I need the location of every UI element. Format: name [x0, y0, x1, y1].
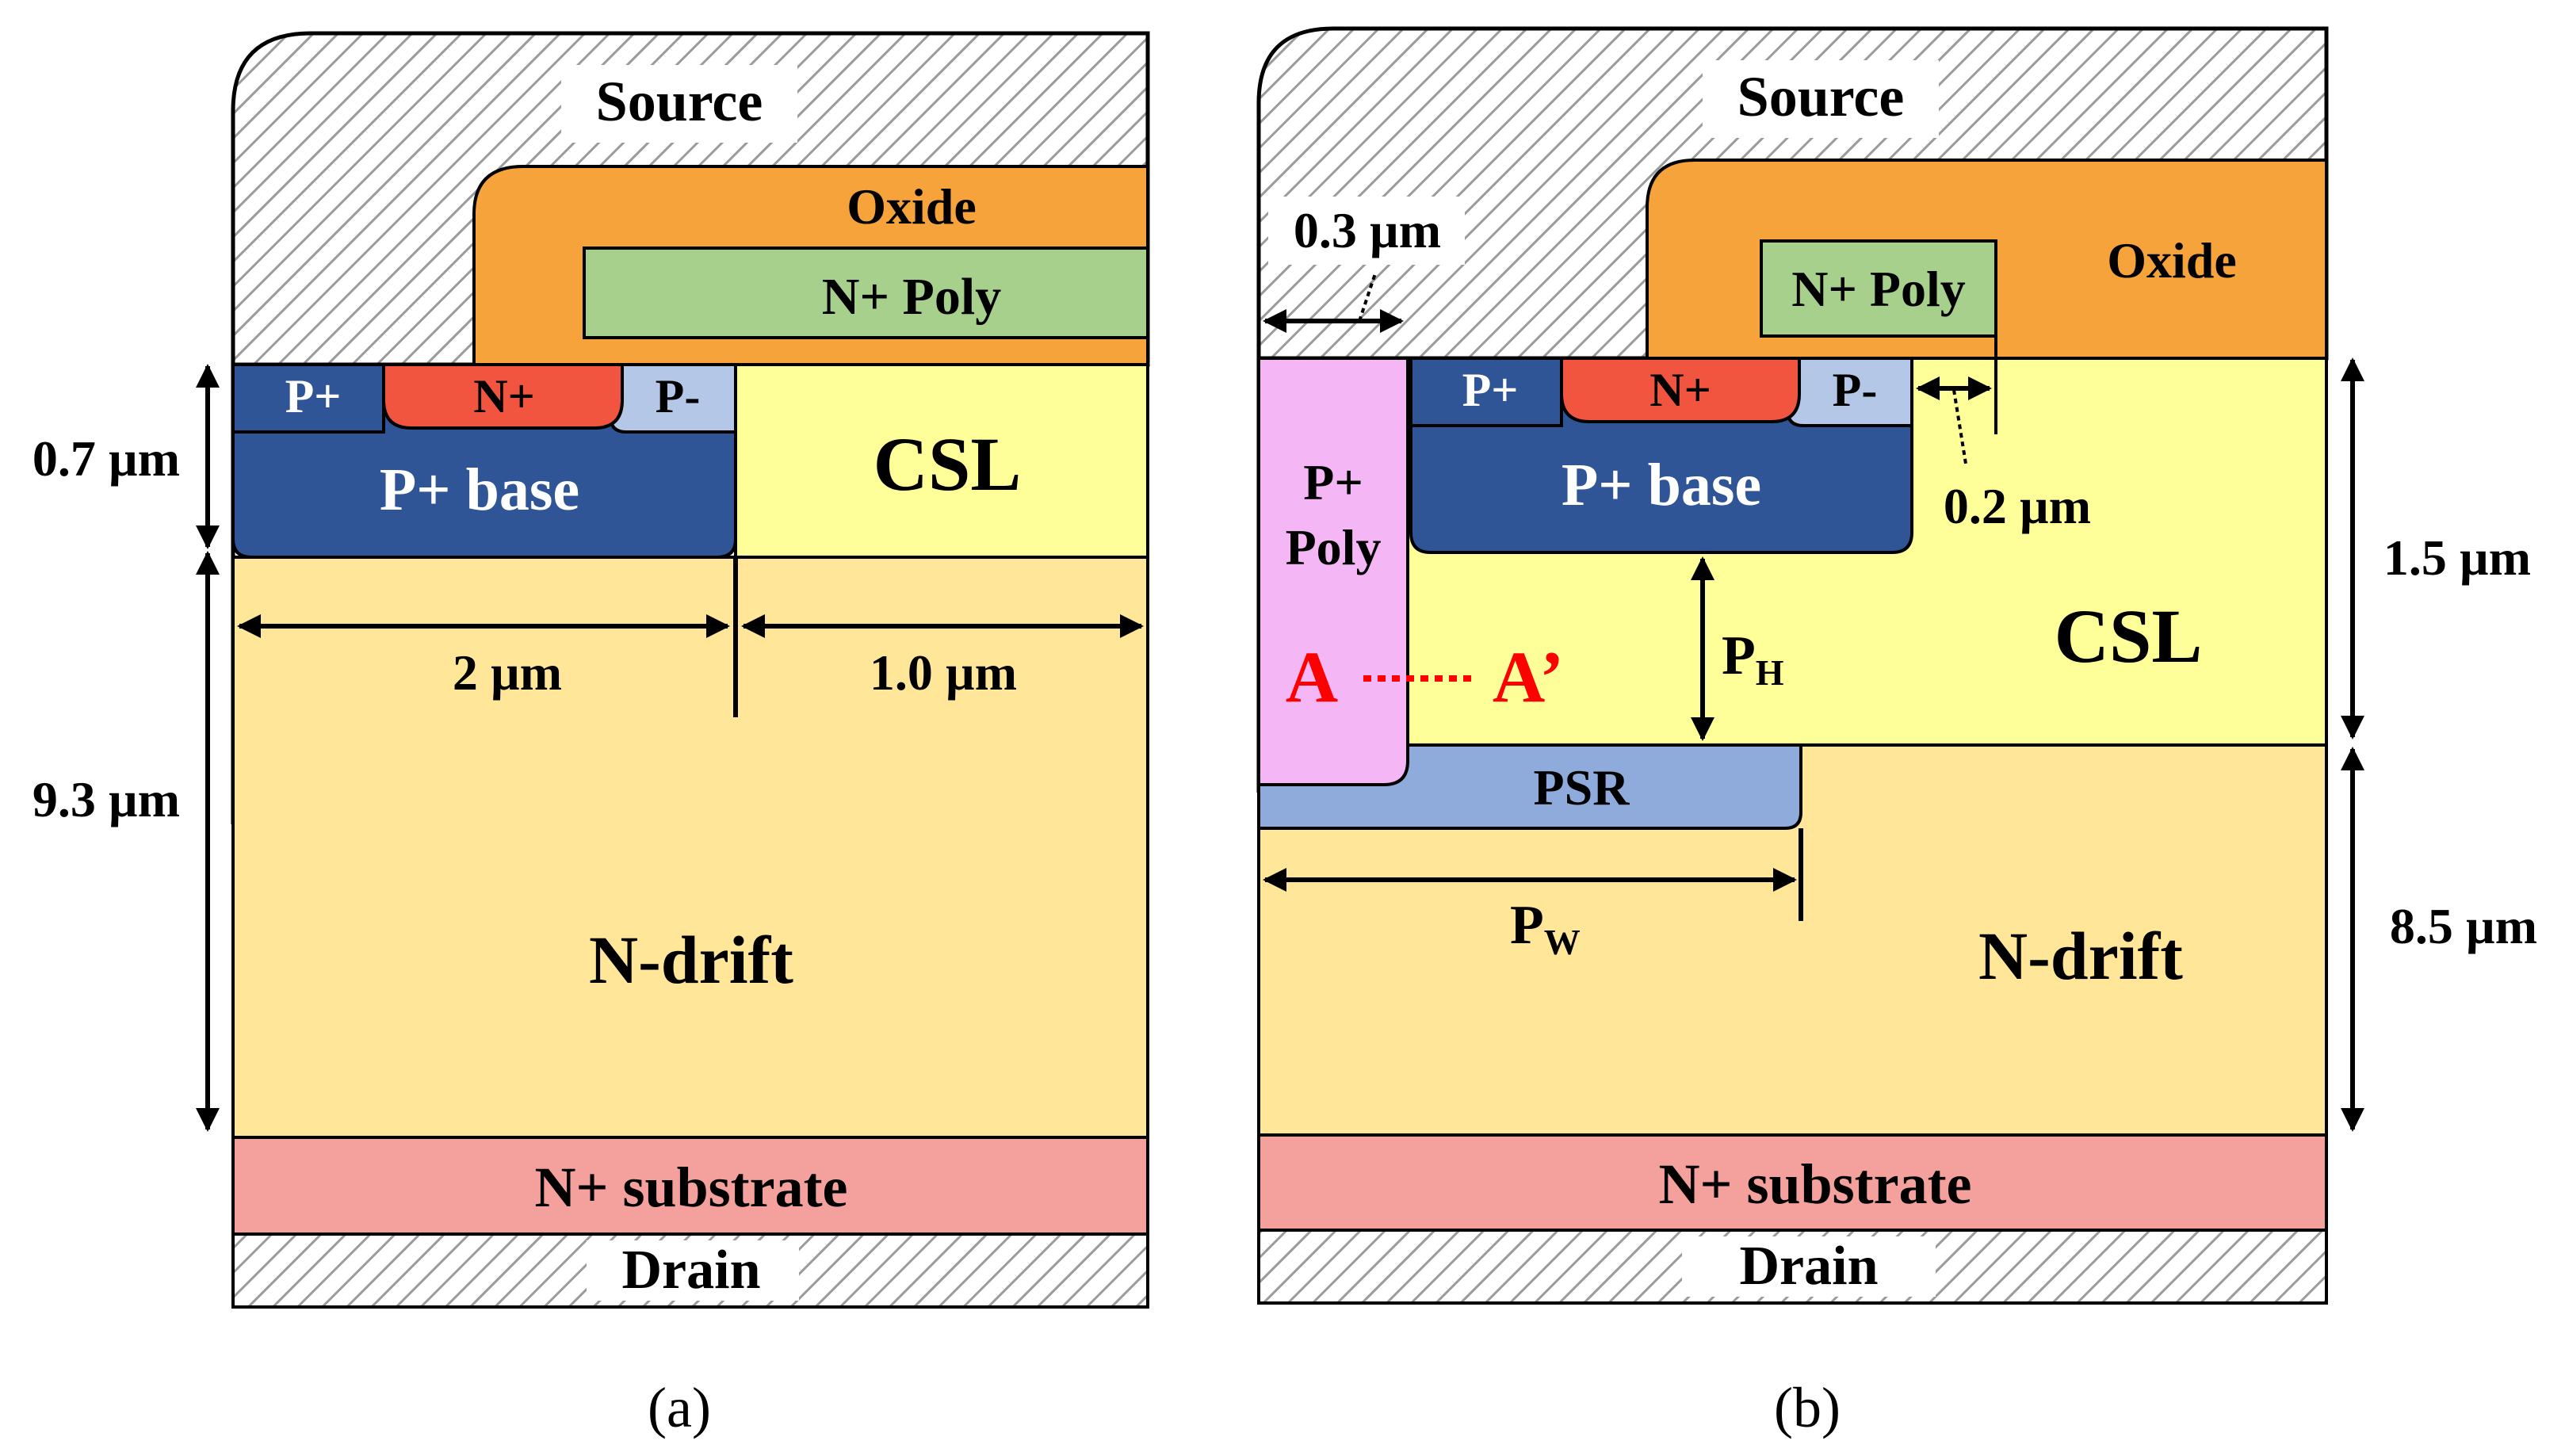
p-minus-label-b: P-: [1833, 364, 1878, 416]
n-plus-label-a: N+: [473, 370, 535, 422]
dim-leader-gap-b: [1952, 389, 1967, 464]
dim-pw-main: P: [1510, 895, 1544, 956]
n-poly-label-b: N+ Poly: [1791, 261, 1966, 317]
p-minus-label-a: P-: [656, 370, 701, 422]
csl-label-b: CSL: [2055, 594, 2203, 678]
csl-a: [734, 363, 1149, 559]
dim-pw-b: PW: [1510, 895, 1581, 962]
n-substrate-b: [1257, 1133, 2328, 1232]
n-substrate-label-a: N+ substrate: [534, 1156, 847, 1219]
dim-drift-depth-b: 8.5 µm: [2390, 898, 2537, 954]
drain-label-b: Drain: [1740, 1236, 1879, 1297]
n-drift-label-b: N-drift: [1978, 918, 2183, 994]
p-plus-a: [231, 363, 385, 434]
n-poly-b: [1760, 239, 1997, 338]
dim-ph-sub: H: [1756, 652, 1784, 693]
source-label-a: Source: [596, 70, 763, 133]
caption-b: (b): [1774, 1376, 1841, 1439]
dim-csl-width-a: 1.0 µm: [870, 644, 1017, 701]
dim-pw-sub: W: [1544, 922, 1581, 962]
cut-a-label: A: [1286, 636, 1338, 717]
oxide-label-b: Oxide: [2107, 232, 2237, 289]
p-plus-label-a: P+: [285, 370, 342, 422]
n-substrate-a: [231, 1136, 1149, 1236]
n-drift-a: [231, 556, 1149, 1139]
p-plus-label-b: P+: [1462, 364, 1519, 416]
p-plus-b: [1409, 357, 1563, 427]
n-plus-b: [1560, 357, 1801, 423]
dim-ph-b: PH: [1722, 625, 1784, 693]
p-base-label-b: P+ base: [1562, 452, 1761, 518]
n-poly-a: [583, 246, 1149, 339]
dim-base-depth-a: 0.7 µm: [32, 430, 180, 487]
panel-a: Source Oxide N+ Poly P+ N+ P- P+ base CS…: [32, 31, 1150, 1439]
n-poly-label-a: N+ Poly: [822, 268, 1001, 326]
oxide-label-a: Oxide: [847, 178, 977, 235]
dim-drift-depth-a: 9.3 µm: [32, 771, 180, 827]
caption-a: (a): [648, 1376, 711, 1439]
p-poly-label-b-1: P+: [1303, 454, 1363, 510]
p-poly-label-b-2: Poly: [1286, 519, 1382, 575]
csl-label-a: CSL: [873, 422, 1022, 506]
dim-poly-width-b: 0.3 µm: [1294, 202, 1441, 258]
cut-a-prime-label: A’: [1493, 636, 1564, 717]
dim-csl-depth-b: 1.5 µm: [2383, 529, 2531, 586]
n-drift-label-a: N-drift: [589, 922, 793, 998]
dim-ph-main: P: [1722, 625, 1756, 686]
drain-label-a: Drain: [622, 1240, 761, 1301]
panel-b: Source Oxide N+ Poly P+ N+ P- P+ base P+…: [1256, 26, 2537, 1439]
p-base-label-a: P+ base: [380, 457, 579, 523]
n-plus-label-b: N+: [1649, 364, 1711, 416]
n-substrate-label-b: N+ substrate: [1658, 1152, 1971, 1216]
n-plus-a: [382, 363, 624, 430]
dim-gap-b: 0.2 µm: [1944, 478, 2091, 534]
source-label-b: Source: [1737, 65, 1905, 128]
psr-label-b: PSR: [1534, 759, 1630, 816]
dim-base-width-a: 2 µm: [453, 644, 562, 701]
